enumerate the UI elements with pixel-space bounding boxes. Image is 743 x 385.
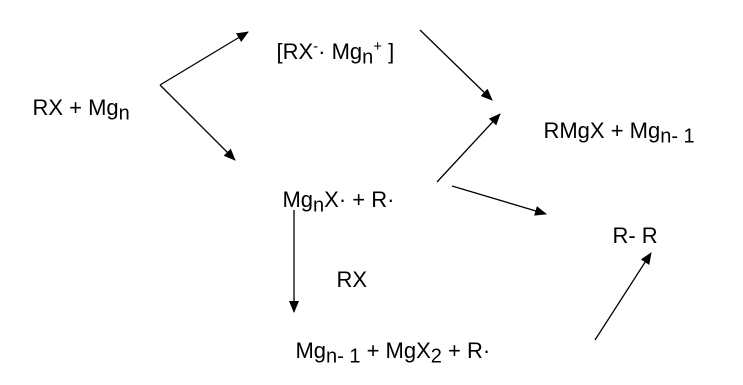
- arrow-reactant-to-complex: [159, 31, 249, 86]
- arrow-reactant-to-intermediate: [159, 84, 236, 161]
- arrow-complex-to-product: [419, 29, 493, 101]
- arrow-byproducts-to-coupling: [594, 252, 652, 341]
- byproducts-formula: Mgn- 1 + MgX2 + R·: [295, 338, 491, 368]
- reaction-scheme: RX + Mgn [RX-· Mgn+ ] RMgX + Mgn- 1 MgnX…: [32, 29, 695, 366]
- complex-formula: [RX-· Mgn+ ]: [276, 37, 395, 69]
- reagent-label: RX: [336, 267, 368, 292]
- product-formula: RMgX + Mgn- 1: [543, 118, 695, 148]
- reaction-arrows: [159, 29, 652, 341]
- reactant-formula: RX + Mgn: [32, 95, 130, 125]
- arrow-intermediate-to-product: [436, 113, 501, 183]
- arrow-intermediate-to-coupling: [451, 185, 547, 216]
- coupling-product: R- R: [612, 223, 658, 248]
- intermediate-formula: MgnX· + R·: [282, 187, 395, 217]
